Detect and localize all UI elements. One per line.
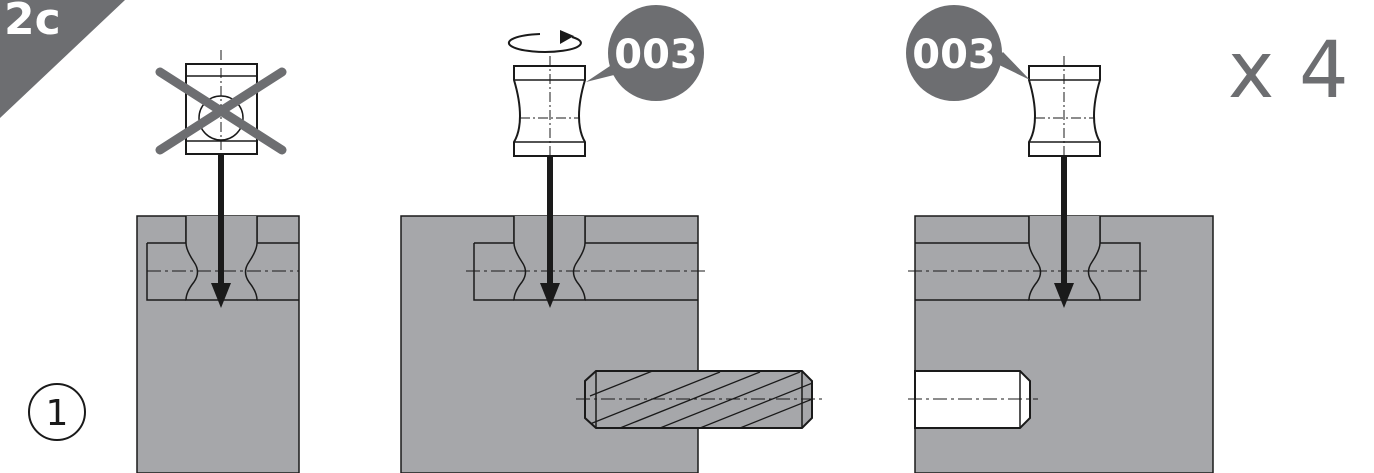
forbidden-cross-icon	[155, 67, 287, 155]
panel-wrong-orientation	[136, 50, 300, 473]
part-callout-003: 003	[906, 5, 1030, 101]
step-number-badge: 1	[28, 383, 86, 441]
part-label: 003	[912, 32, 996, 78]
part-callout-003: 003	[586, 5, 704, 101]
panel-correct-insertion: 003	[400, 5, 824, 473]
quantity-label: x 4	[1228, 26, 1349, 116]
rotate-arrow-icon	[507, 30, 582, 53]
panel-repeat-insertion: 003	[906, 5, 1214, 473]
step-corner-tab: 2c	[0, 0, 125, 118]
threaded-pin	[576, 370, 824, 429]
insert-arrow-icon	[211, 154, 231, 308]
step-number: 1	[46, 393, 69, 434]
insert-arrow-icon	[540, 156, 560, 308]
step-corner-label: 2c	[4, 0, 61, 45]
insert-arrow-icon	[1054, 156, 1074, 308]
inserted-pin	[908, 370, 1038, 429]
part-label: 003	[614, 32, 698, 78]
